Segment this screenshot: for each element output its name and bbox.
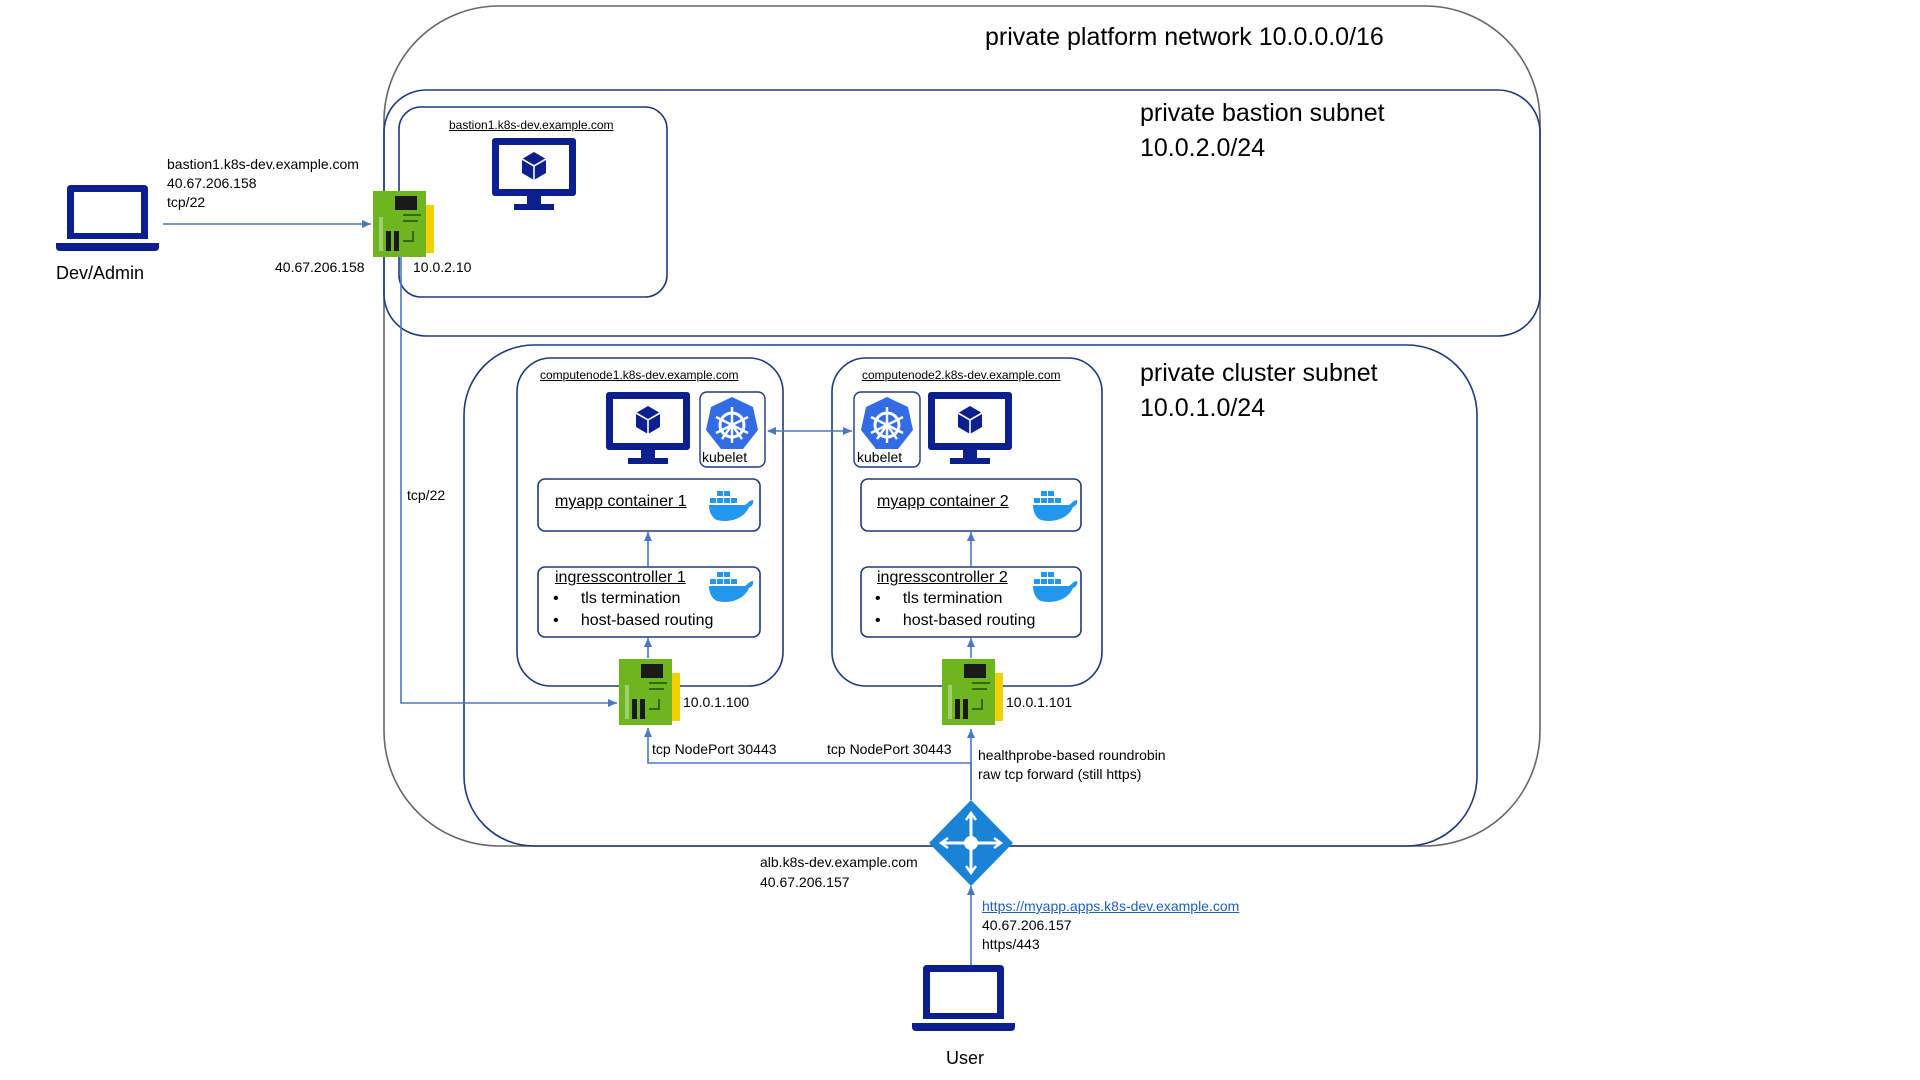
node2-bullet-2: • host-based routing bbox=[875, 612, 1036, 629]
node2-bullet-1: • tls termination bbox=[875, 590, 1003, 607]
node1-ingress-box bbox=[537, 566, 761, 638]
node1-nic-icon bbox=[618, 658, 681, 726]
node2-ingress-box bbox=[860, 566, 1082, 638]
admin-conn-host: bastion1.k8s-dev.example.com bbox=[167, 156, 359, 172]
ssh-link-label: tcp/22 bbox=[407, 487, 446, 503]
bastion-subnet-label: private bastion subnet bbox=[1140, 99, 1385, 127]
alb-note-raw-tcp: raw tcp forward (still https) bbox=[978, 766, 1142, 782]
node1-bullet-2: • host-based routing bbox=[553, 612, 714, 629]
node1-app-label: myapp container 1 bbox=[555, 493, 687, 510]
cluster-subnet-cidr: 10.0.1.0/24 bbox=[1140, 394, 1266, 422]
user-label: User bbox=[946, 1048, 985, 1068]
user-laptop-icon bbox=[912, 965, 1015, 1031]
user-app-url-link[interactable]: https://myapp.apps.k8s-dev.example.com bbox=[982, 898, 1240, 914]
bastion-nic-icon bbox=[372, 190, 435, 258]
node1-nic-ip: 10.0.1.100 bbox=[683, 694, 750, 710]
admin-conn-ip: 40.67.206.158 bbox=[167, 175, 257, 191]
node1-bullet-1: • tls termination bbox=[553, 590, 681, 607]
node1-nodeport-label: tcp NodePort 30443 bbox=[652, 741, 777, 757]
alb-ip: 40.67.206.157 bbox=[760, 874, 850, 890]
node2-nic-icon bbox=[941, 658, 1004, 726]
dev-admin-laptop-icon bbox=[56, 185, 159, 251]
bastion-to-node1-ssh-arrow bbox=[400, 257, 617, 707]
load-balancer-icon bbox=[929, 800, 1013, 886]
bastion-hostname: bastion1.k8s-dev.example.com bbox=[449, 118, 614, 132]
node1-hostname: computenode1.k8s-dev.example.com bbox=[540, 368, 739, 382]
alb-note-roundrobin: healthprobe-based roundrobin bbox=[978, 747, 1166, 763]
user-target-ip: 40.67.206.157 bbox=[982, 917, 1072, 933]
node2-app-label: myapp container 2 bbox=[877, 493, 1009, 510]
user-target-port: https/443 bbox=[982, 936, 1040, 952]
alb-to-node1-arrow bbox=[644, 728, 972, 800]
platform-network-label: private platform network 10.0.0.0/16 bbox=[985, 23, 1384, 51]
node2-nic-ip: 10.0.1.101 bbox=[1006, 694, 1073, 710]
bastion-subnet-cidr: 10.0.2.0/24 bbox=[1140, 134, 1266, 162]
admin-conn-port: tcp/22 bbox=[167, 194, 206, 210]
node2-hostname: computenode2.k8s-dev.example.com bbox=[862, 368, 1061, 382]
alb-hostname: alb.k8s-dev.example.com bbox=[760, 854, 918, 870]
node1-ingress-label: ingresscontroller 1 bbox=[555, 569, 686, 586]
dev-admin-label: Dev/Admin bbox=[56, 263, 145, 283]
bastion-nic-ip: 10.0.2.10 bbox=[413, 259, 472, 275]
bastion-public-ip: 40.67.206.158 bbox=[275, 259, 365, 275]
node2-nodeport-label: tcp NodePort 30443 bbox=[827, 741, 952, 757]
node2-kubelet-label: kubelet bbox=[857, 449, 903, 465]
node2-myapp-container-box bbox=[860, 478, 1082, 532]
node1-myapp-container-box bbox=[537, 478, 761, 532]
node2-ingress-label: ingresscontroller 2 bbox=[877, 569, 1008, 586]
node1-kubelet-label: kubelet bbox=[702, 449, 748, 465]
cluster-subnet-label: private cluster subnet bbox=[1140, 359, 1378, 387]
